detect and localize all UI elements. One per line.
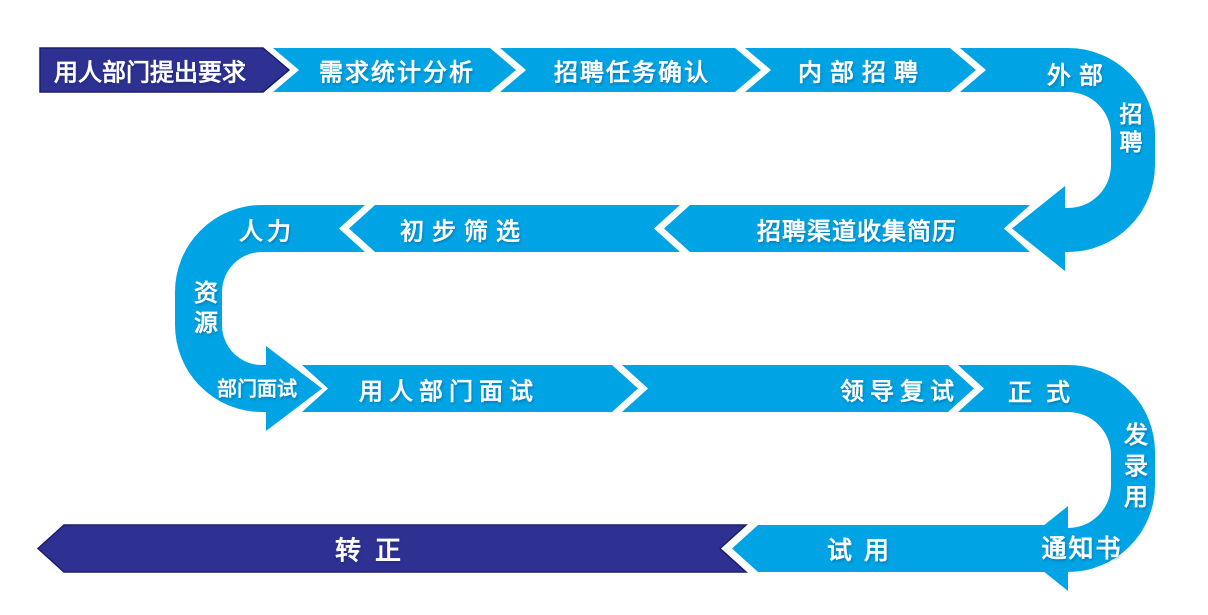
step-leader-reinterview-shape bbox=[622, 365, 974, 412]
label-offer-notice: 通知书 bbox=[1041, 535, 1123, 563]
step-internal-recruit-shape bbox=[745, 48, 976, 92]
step-task-confirm-shape bbox=[500, 48, 761, 92]
label-analysis: 需求统计分析 bbox=[319, 59, 475, 87]
step-request-shape bbox=[39, 47, 291, 93]
step-initial-screening-shape bbox=[349, 205, 680, 252]
label-regularization: 转正 bbox=[334, 535, 416, 566]
label-task-confirm: 招聘任务确认 bbox=[554, 59, 710, 87]
label-dept-interview: 用人部门面试 bbox=[359, 378, 539, 406]
turn-offer-shape bbox=[958, 365, 1155, 572]
step-regularization-shape bbox=[36, 524, 748, 573]
turn1-arrowhead-icon bbox=[1012, 186, 1065, 271]
label-request: 用人部门提出要求 bbox=[54, 59, 246, 87]
label-hr-horizontal: 人力 bbox=[239, 218, 295, 246]
label-internal-recruit: 内部招聘 bbox=[798, 59, 926, 87]
label-external-recruit-horizontal: 外部 bbox=[1047, 62, 1111, 90]
step-probation-shape bbox=[732, 525, 1045, 572]
label-external-recruit-vertical: 招聘 bbox=[1116, 102, 1142, 158]
turn2-arrowhead-icon bbox=[266, 346, 322, 431]
label-leader-reinterview: 领导复试 bbox=[840, 378, 960, 406]
label-hr-vertical: 资源 bbox=[189, 280, 217, 340]
turn-external-recruit-shape bbox=[960, 48, 1155, 252]
label-collect-resumes: 招聘渠道收集简历 bbox=[757, 218, 957, 246]
label-hr-dept-interview: 部门面试 bbox=[217, 378, 297, 401]
label-offer-horizontal: 正式 bbox=[1008, 379, 1084, 407]
label-probation: 试用 bbox=[826, 537, 902, 565]
label-initial-screening: 初步筛选 bbox=[400, 218, 528, 246]
label-offer-vertical: 发录用 bbox=[1119, 422, 1147, 515]
turn3-arrowhead-icon bbox=[1015, 506, 1068, 591]
step-analysis-shape bbox=[273, 48, 516, 92]
step-dept-interview-shape bbox=[302, 365, 638, 412]
turn-hr-shape bbox=[175, 205, 365, 412]
step-collect-resumes-shape bbox=[664, 205, 1030, 252]
